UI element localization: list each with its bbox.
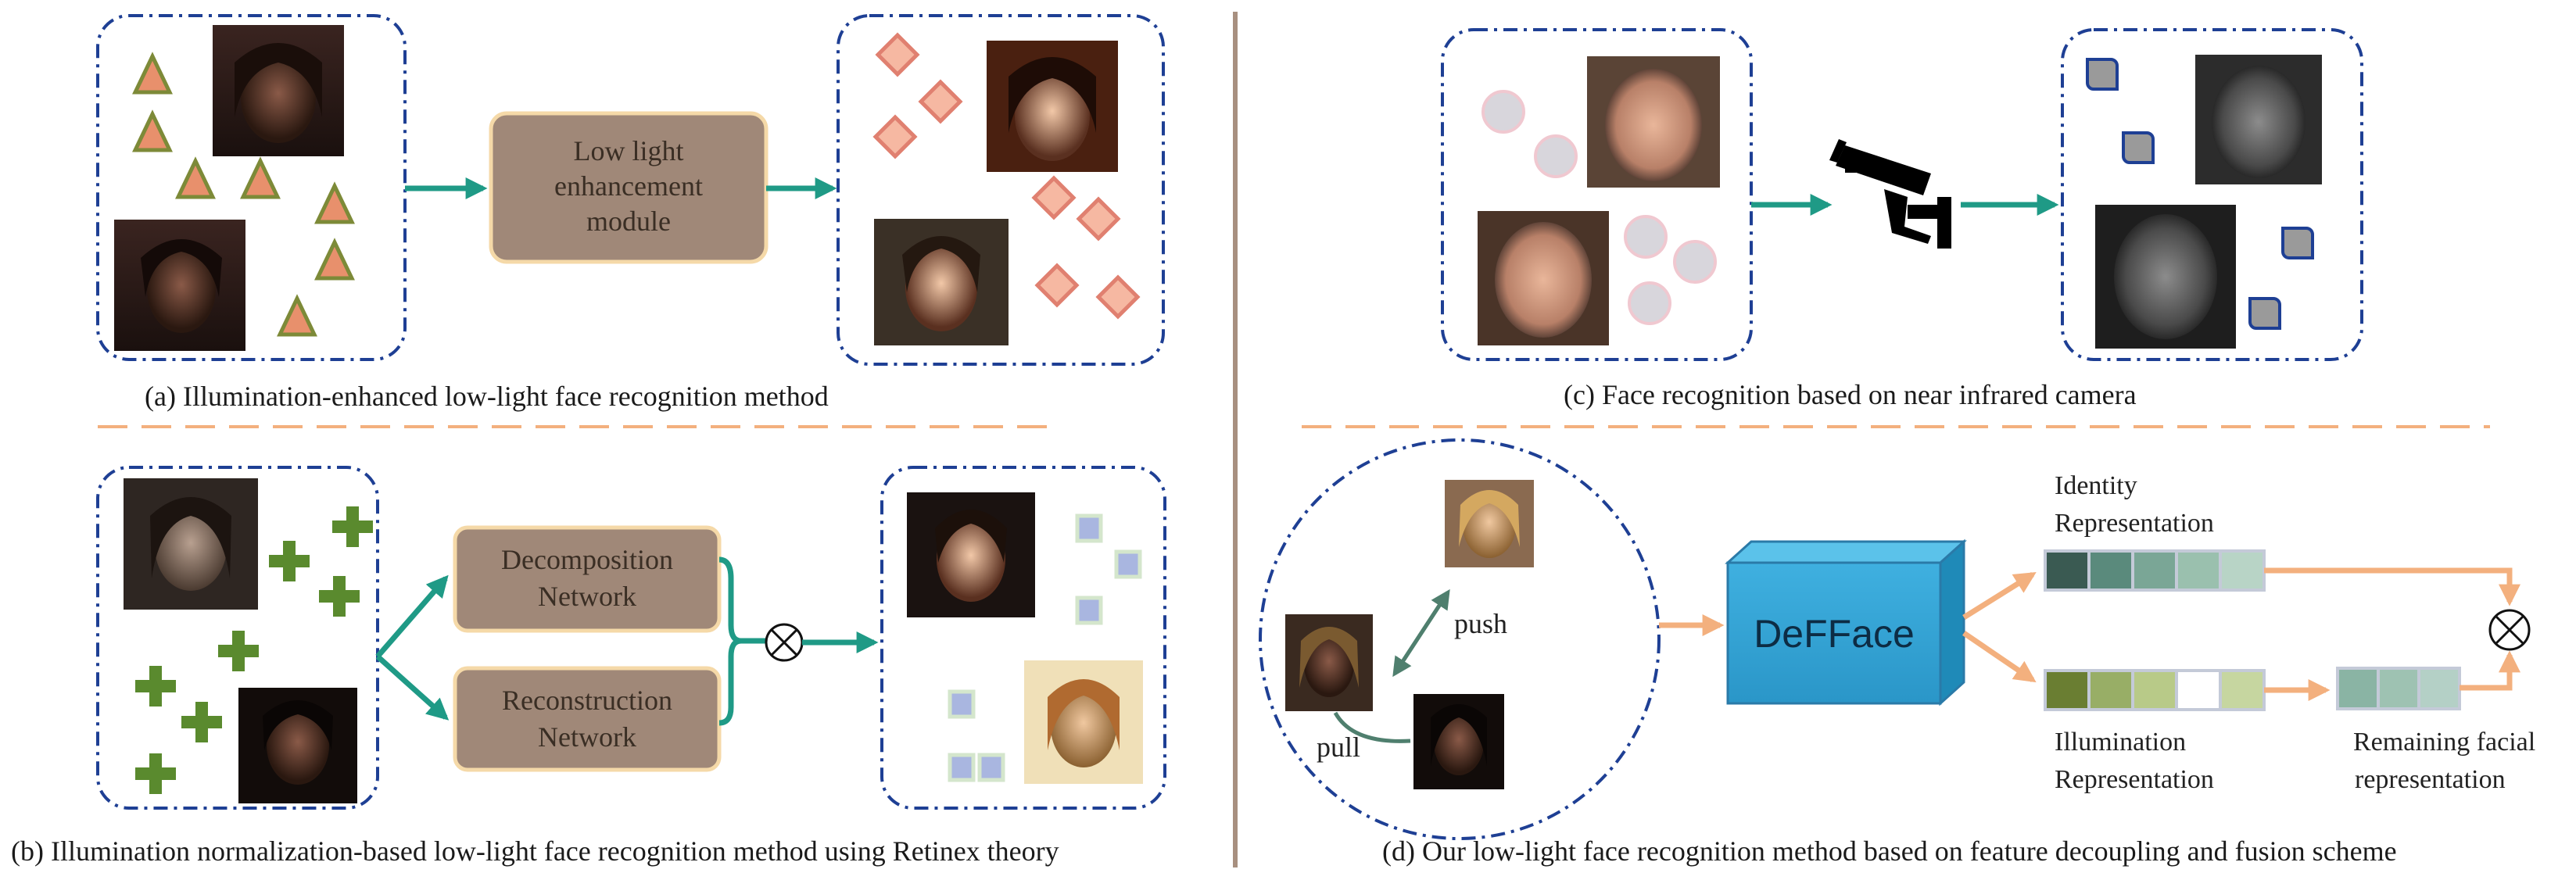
normalized-face-photo-2 (1024, 660, 1143, 784)
panel-b-caption: (b) Illumination normalization-based low… (11, 835, 1059, 867)
merge-brace (718, 556, 742, 726)
square-markers (948, 513, 1142, 782)
identity-label-line-1: Identity (2055, 471, 2137, 500)
infrared-face-photo-2 (2095, 205, 2236, 349)
panel-b: Decomposition Network Reconstruction Net… (11, 466, 1166, 867)
panel-a-caption: (a) Illumination-enhanced low-light face… (145, 381, 829, 412)
anchor-face-photo (1445, 480, 1534, 567)
reconstruction-network-box (453, 666, 722, 772)
pull-label: pull (1317, 732, 1360, 763)
push-arrow-2 (1392, 588, 1450, 675)
panel-c-input-frame (1441, 28, 1753, 361)
remaining-label-line-2: representation (2355, 765, 2506, 794)
deffaces-model-cube: DeFFace (1725, 538, 1967, 707)
identity-feature-vector (2044, 549, 2266, 592)
decomposition-line-2: Network (538, 581, 636, 612)
contrastive-circle-frame (1259, 438, 1661, 840)
negative-face-photo (1413, 694, 1504, 789)
panel-c: (c) Face recognition based on near infra… (1441, 28, 2363, 410)
rounded-square-markers (2086, 58, 2314, 330)
visible-face-photo-2 (1478, 211, 1609, 345)
illumination-feature-vector (2044, 669, 2266, 711)
plus-markers (135, 506, 373, 794)
dark-face-photo-1 (213, 25, 344, 156)
reconstruction-line-2: Network (538, 721, 636, 753)
dark-face-photo-3 (124, 478, 258, 610)
infrared-face-photo-1 (2195, 55, 2322, 184)
arrow-to-illumination (1962, 631, 2037, 683)
pull-curve (1333, 711, 1411, 743)
remaining-feature-vector (2336, 667, 2461, 710)
dark-face-photo-2 (114, 220, 245, 351)
identity-to-fusion-arrow (2264, 567, 2520, 606)
identity-label-line-2: Representation (2055, 509, 2214, 538)
arrow-to-decomposition (375, 574, 449, 659)
enhancement-module-line-2: enhancement (554, 170, 703, 202)
enhanced-face-photo-1 (987, 41, 1118, 172)
positive-face-photo (1285, 614, 1373, 711)
panel-b-output-frame (880, 466, 1166, 810)
enhancement-module-line-3: module (586, 206, 671, 237)
normalized-face-photo-1 (907, 492, 1035, 617)
panel-a-input-frame (96, 14, 407, 361)
push-label: push (1454, 608, 1507, 639)
visible-face-photo-1 (1587, 56, 1720, 188)
diamond-markers (872, 32, 1141, 320)
remaining-label-line-1: Remaining facial (2353, 728, 2535, 757)
dark-face-photo-4 (238, 688, 357, 803)
panel-a-output-frame (837, 14, 1165, 366)
panel-c-output-frame (2061, 28, 2363, 361)
panel-a: Low light enhancement module (a) Illumin… (96, 14, 1165, 412)
arrow-to-reconstruction (375, 654, 450, 721)
decomposition-line-1: Decomposition (501, 544, 673, 575)
decomposition-network-box (453, 525, 722, 633)
illumination-label-line-2: Representation (2055, 765, 2214, 794)
enhancement-module-line-1: Low light (574, 135, 684, 166)
illumination-label-line-1: Illumination (2055, 728, 2186, 757)
enhanced-face-photo-2 (874, 219, 1009, 345)
circle-markers (1481, 90, 1717, 325)
panel-c-caption: (c) Face recognition based on near infra… (1564, 379, 2137, 410)
model-label: DeFFace (1754, 612, 1915, 656)
security-camera-icon (1829, 139, 1951, 249)
arrow-to-identity (1962, 572, 2037, 620)
remaining-to-fusion-arrow (2460, 650, 2520, 691)
multiply-operator-icon-d (2488, 609, 2531, 651)
triangle-markers (132, 52, 355, 337)
reconstruction-line-1: Reconstruction (502, 685, 672, 716)
multiply-operator-icon-b (765, 623, 804, 662)
panel-d-caption: (d) Our low-light face recognition metho… (1382, 835, 2397, 867)
panel-d: push pull DeFFace Identity Representatio… (1259, 438, 2535, 867)
